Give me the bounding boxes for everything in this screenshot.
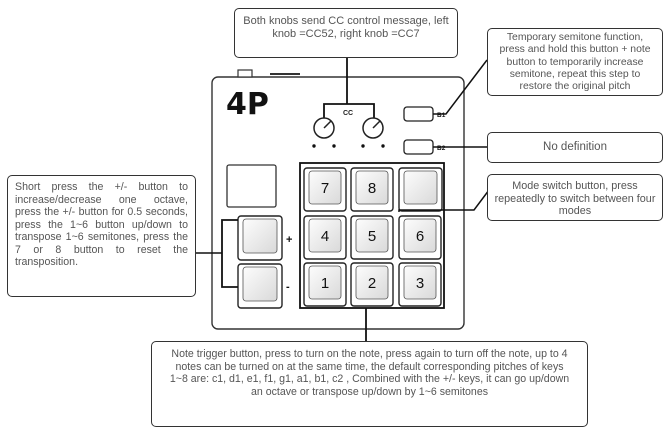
key-label: 7: [321, 180, 329, 197]
key-label: 1: [321, 275, 329, 292]
minus-key[interactable]: [237, 263, 283, 309]
key-label: 6: [416, 228, 424, 245]
b2-button[interactable]: [403, 139, 434, 155]
key-3[interactable]: 3: [398, 262, 442, 307]
b2-label: B2: [437, 145, 446, 152]
b1-button[interactable]: [403, 106, 434, 122]
key-7[interactable]: 7: [303, 167, 347, 212]
key-1[interactable]: 1: [303, 262, 347, 307]
key-4[interactable]: 4: [303, 215, 347, 260]
usb-port: [237, 69, 253, 78]
display-area: [226, 164, 277, 208]
knob-left[interactable]: [312, 117, 336, 148]
key-label: 4: [321, 228, 329, 245]
callout-b1: Temporary semitone function, press and h…: [487, 28, 663, 96]
mode-leader-2: [442, 189, 490, 211]
key-label: 5: [368, 228, 376, 245]
knob-right[interactable]: [361, 117, 385, 148]
key-6[interactable]: 6: [398, 215, 442, 260]
knob-bracket: [323, 103, 375, 118]
callout-octave: Short press the +/- button to increase/d…: [7, 175, 196, 297]
callout-mode: Mode switch button, press repeatedly to …: [487, 174, 663, 221]
mode-leader: [398, 209, 442, 212]
note-keys-bracket: [299, 162, 445, 309]
b1-label: B1: [437, 112, 446, 119]
logo: 4P: [226, 87, 269, 122]
key-2[interactable]: 2: [350, 262, 394, 307]
plus-label: +: [286, 234, 292, 246]
plus-key[interactable]: [237, 215, 283, 261]
callout-notes: Note trigger button, press to turn on th…: [151, 341, 588, 427]
mode-key[interactable]: [398, 167, 443, 212]
key-label: 2: [368, 275, 376, 292]
key-label: 8: [368, 180, 376, 197]
key-5[interactable]: 5: [350, 215, 394, 260]
knob-group-label: CC: [343, 110, 353, 117]
minus-label: -: [286, 281, 290, 293]
callout-cc-knobs: Both knobs send CC control message, left…: [234, 8, 458, 58]
callout-b2: No definition: [487, 132, 663, 163]
b1-leader: [433, 59, 488, 115]
key-label: 3: [416, 275, 424, 292]
key-8[interactable]: 8: [350, 167, 394, 212]
